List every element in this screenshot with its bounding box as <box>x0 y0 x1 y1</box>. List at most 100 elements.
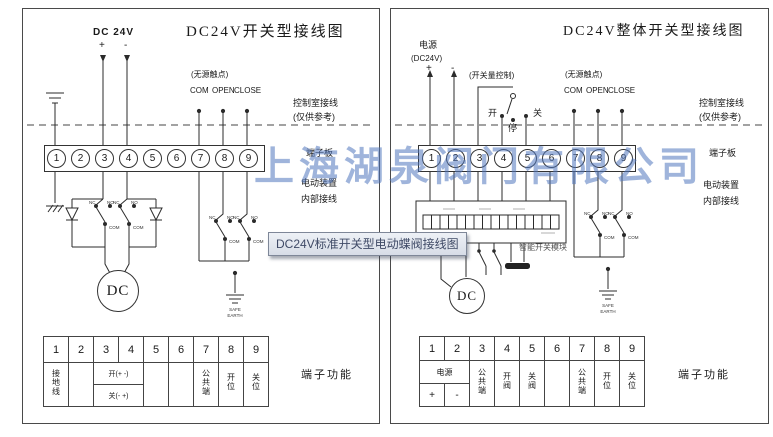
diagram-caption-button[interactable]: DC24V标准开关型电动蝶阀接线图 <box>268 232 467 256</box>
table-cell-common: 公共端 <box>569 360 595 407</box>
right-panel-title: DC24V整体开关型接线图 <box>563 24 745 39</box>
table-cell-common: 公共端 <box>469 360 495 407</box>
reference-only-label: (仅供参考) <box>293 112 335 122</box>
terminal-function-table-right: 1 2 3 4 5 6 7 8 9 电源 公共端 开阀 关阀 公共端 开位 关位 <box>419 336 645 407</box>
dry-contact-note: (无源触点) <box>191 70 229 79</box>
contact-label: NC <box>608 211 615 216</box>
table-cell-plus: + <box>419 383 445 407</box>
open-label: OPEN <box>586 86 609 95</box>
table-header: 5 <box>143 336 169 363</box>
contact-label: COM <box>253 239 264 244</box>
terminal-1: 1 <box>47 149 66 168</box>
terminal-9: 9 <box>614 149 633 168</box>
minus-sign: - <box>124 40 128 51</box>
switch-control-note: (开关量控制) <box>469 71 515 80</box>
table-cell-power: 电源 <box>419 360 470 384</box>
table-cell-open-position: 开位 <box>218 362 244 407</box>
table-cell-empty <box>544 360 570 407</box>
table-header: 1 <box>43 336 69 363</box>
close-label: CLOSE <box>608 86 636 95</box>
left-wiring-lines: NC NO COM NC NO COM NC NO COM NC NO COM … <box>27 55 375 318</box>
control-room-label: 控制室接线 <box>699 98 745 108</box>
selector-close-label: 关 <box>533 108 543 118</box>
contact-label: COM <box>133 225 144 230</box>
safe-earth-label: EARTH <box>227 313 242 318</box>
dc-motor-label: DC <box>106 282 130 299</box>
selector-open-label: 开 <box>488 108 498 118</box>
internal-wiring-label: 内部接线 <box>703 196 740 206</box>
table-cell-close-position: 关位 <box>243 362 269 407</box>
table-cell-close-position: 关位 <box>619 360 645 407</box>
minus-sign: - <box>451 63 455 74</box>
table-cell-open-polarity: 开(+ -) <box>93 362 144 385</box>
terminal-3: 3 <box>95 149 114 168</box>
contact-label: NO <box>107 200 114 205</box>
table-header: 6 <box>168 336 194 363</box>
table-header: 8 <box>594 336 620 361</box>
terminal-9: 9 <box>239 149 258 168</box>
selector-stop-label: 停 <box>508 123 518 133</box>
contact-label: NO <box>227 215 234 220</box>
electric-device-label: 电动装置 <box>703 180 740 190</box>
terminal-2: 2 <box>446 149 465 168</box>
terminal-strip: 1 2 3 4 5 6 7 8 9 <box>418 145 636 172</box>
contact-label: COM <box>229 239 240 244</box>
table-header: 2 <box>444 336 470 361</box>
terminal-7: 7 <box>566 149 585 168</box>
dc24v-power-label: DC 24V <box>93 27 135 38</box>
contact-label: NO <box>626 211 633 216</box>
plus-sign: + <box>99 40 105 51</box>
contact-label: NO <box>251 215 258 220</box>
safe-earth-label: SAFE <box>229 307 241 312</box>
terminal-4: 4 <box>494 149 513 168</box>
table-cell-empty <box>68 362 94 407</box>
table-cell-empty <box>143 362 169 407</box>
terminal-4: 4 <box>119 149 138 168</box>
terminal-8: 8 <box>590 149 609 168</box>
terminal-board-label: 端子板 <box>306 148 334 158</box>
table-header: 3 <box>93 336 119 363</box>
contact-label: NC <box>584 211 591 216</box>
table-header: 7 <box>193 336 219 363</box>
terminal-function-caption: 端子功能 <box>301 369 353 381</box>
dc-motor-label: DC <box>456 288 478 303</box>
terminal-strip: 1 2 3 4 5 6 7 8 9 <box>44 145 265 172</box>
plus-sign: + <box>426 63 432 74</box>
terminal-2: 2 <box>71 149 90 168</box>
table-cell-empty <box>168 362 194 407</box>
table-cell-common: 公共端 <box>193 362 219 407</box>
terminal-board-label: 端子板 <box>709 148 737 158</box>
contact-label: NO <box>602 211 609 216</box>
contact-label: COM <box>604 235 615 240</box>
electric-device-label: 电动装置 <box>301 178 338 188</box>
terminal-3: 3 <box>470 149 489 168</box>
table-cell-ground: 接地线 <box>43 362 69 407</box>
contact-label: NO <box>131 200 138 205</box>
contact-label: COM <box>109 225 120 230</box>
contact-label: COM <box>628 235 639 240</box>
panel-right-dc24v-integral: NC NO COM NC NO COM SAFE EARTH DC24V整体开关… <box>390 8 769 424</box>
power-label: 电源 <box>419 40 438 50</box>
reference-only-label: (仅供参考) <box>699 112 741 122</box>
terminal-8: 8 <box>215 149 234 168</box>
contact-label: NC <box>233 215 240 220</box>
table-cell-minus: - <box>444 383 470 407</box>
right-wiring-lines: NC NO COM NC NO COM SAFE EARTH <box>395 70 764 314</box>
table-header: 5 <box>519 336 545 361</box>
smart-switch-module-label: 智能开关模块 <box>519 243 567 252</box>
power-voltage-label: (DC24V) <box>411 54 443 63</box>
dry-contact-note: (无源触点) <box>565 70 603 79</box>
terminal-6: 6 <box>167 149 186 168</box>
terminal-6: 6 <box>542 149 561 168</box>
table-cell-open-position: 开位 <box>594 360 620 407</box>
table-header: 3 <box>469 336 495 361</box>
table-cell-close-valve: 关阀 <box>519 360 545 407</box>
terminal-function-table-left: 1 2 3 4 5 6 7 8 9 接地线 开(+ -) 公共端 开位 关位 <box>43 336 269 407</box>
close-label: CLOSE <box>234 86 262 95</box>
table-header: 2 <box>68 336 94 363</box>
table-header: 1 <box>419 336 445 361</box>
table-cell-close-polarity: 关(- +) <box>93 384 144 407</box>
com-label: COM <box>564 86 583 95</box>
control-room-label: 控制室接线 <box>293 98 339 108</box>
